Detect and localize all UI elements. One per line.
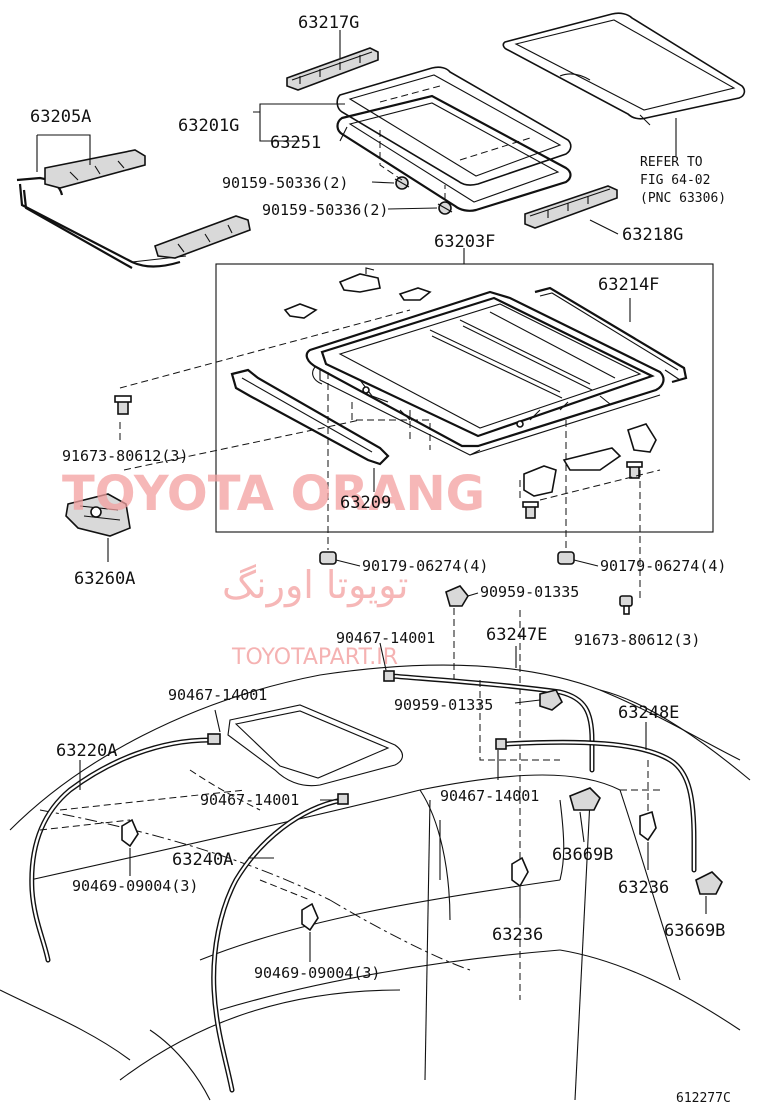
label-63201G: 63201G — [178, 116, 239, 136]
label-90179-b: 90179-06274(4) — [600, 557, 726, 575]
watermark-persian: تویوتا اورنگ — [222, 563, 409, 608]
clamp-63236-b — [639, 810, 657, 842]
label-90467-b: 90467-14001 — [168, 686, 267, 704]
watermark-site: TOYOTAPART.IR — [231, 645, 398, 670]
nut-90179-b — [557, 551, 575, 565]
label-63217G: 63217G — [298, 13, 359, 33]
hose-63240A — [211, 797, 345, 1093]
label-63214F: 63214F — [598, 275, 659, 295]
label-90179-a: 90179-06274(4) — [362, 557, 488, 575]
label-90467-c: 90467-14001 — [200, 791, 299, 809]
label-63251: 63251 — [270, 133, 321, 153]
part-63201G-glass — [336, 66, 572, 186]
connector-90959-b — [539, 689, 564, 711]
connector-90959-a — [445, 585, 469, 607]
part-63205A-rails — [16, 149, 251, 269]
label-63669B-a: 63669B — [552, 845, 613, 865]
label-90467-a: 90467-14001 — [336, 629, 435, 647]
label-63236-b: 63236 — [618, 878, 669, 898]
figure-number: 612277C — [676, 1091, 731, 1106]
label-91673-b: 91673-80612(3) — [574, 631, 700, 649]
label-90469-a: 90469-09004(3) — [72, 877, 198, 895]
clip-90469-a — [121, 818, 139, 848]
part-63251-weatherstrip — [336, 94, 572, 212]
label-63205A: 63205A — [30, 107, 91, 127]
car-body-outline — [0, 664, 751, 1101]
nut-90179-a — [319, 551, 337, 565]
grommet-63669B-b — [695, 871, 723, 895]
label-90159-a: 90159-50336(2) — [222, 174, 348, 192]
label-90959-b: 90959-01335 — [394, 696, 493, 714]
screw-inner — [522, 461, 643, 519]
hose-63247E — [389, 673, 595, 773]
label-63247E: 63247E — [486, 625, 547, 645]
label-90467-d: 90467-14001 — [440, 787, 539, 805]
part-63203F-frame — [305, 290, 665, 456]
label-63220A: 63220A — [56, 741, 117, 761]
grommet-63669B-a — [569, 787, 601, 811]
part-63218G-shape — [524, 185, 618, 229]
part-63217G-shape — [286, 47, 379, 91]
label-90469-b: 90469-09004(3) — [254, 964, 380, 982]
label-63260A: 63260A — [74, 569, 135, 589]
label-63236-a: 63236 — [492, 925, 543, 945]
label-91673-a: 91673-80612(3) — [62, 447, 188, 465]
label-63203F: 63203F — [434, 232, 495, 252]
label-63209: 63209 — [340, 493, 391, 513]
part-63214F-rail — [534, 286, 688, 384]
label-63669B-b: 63669B — [664, 921, 725, 941]
label-refer-line1: REFER TO — [640, 155, 703, 170]
label-63248E: 63248E — [618, 703, 679, 723]
bolt-90159-b — [437, 201, 453, 215]
clamp-63236-a — [511, 856, 529, 888]
label-63240A: 63240A — [172, 850, 233, 870]
label-refer-line3: (PNC 63306) — [640, 191, 726, 206]
clip-90469-b — [301, 902, 319, 932]
screw-91673-b — [619, 595, 633, 615]
bolt-90159-a — [394, 176, 410, 190]
label-refer-line2: FIG 64-02 — [640, 173, 710, 188]
watermark-brand: TOYOTA ORANG — [62, 466, 485, 522]
hose-63248E — [503, 739, 697, 873]
part-63260A-motor — [65, 493, 131, 537]
sunshade-refer-shape — [502, 12, 746, 126]
label-90159-b: 90159-50336(2) — [262, 201, 388, 219]
hose-63220A — [29, 737, 213, 963]
label-63218G: 63218G — [622, 225, 683, 245]
part-63209-deflector — [230, 368, 390, 466]
screw-91673-a — [114, 395, 132, 415]
label-90959-a: 90959-01335 — [480, 583, 579, 601]
